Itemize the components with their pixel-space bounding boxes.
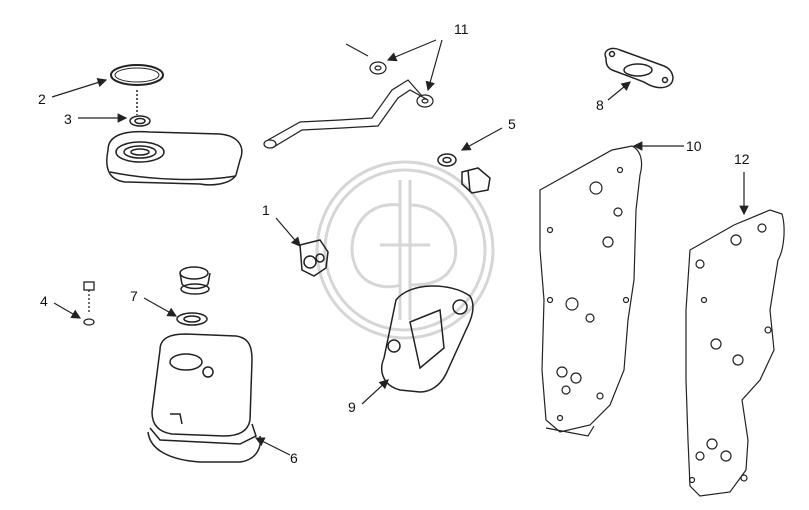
callout-7: 7 (130, 288, 138, 304)
part-5-plug (437, 153, 491, 194)
part-4-bolt (83, 281, 95, 326)
leader-11-tail (345, 43, 369, 57)
leader-5 (460, 127, 503, 151)
leader-arrows (51, 39, 749, 456)
part-12-gasket (685, 209, 785, 497)
callout-5: 5 (508, 116, 516, 132)
leader-11b (425, 39, 443, 92)
leader-1 (275, 217, 301, 247)
callout-4: 4 (40, 293, 48, 309)
leader-11a (386, 39, 437, 62)
part-breather-cover (106, 130, 243, 186)
leader-6 (254, 437, 291, 456)
part-8-gasket (604, 47, 674, 89)
part-3-seal (129, 90, 151, 127)
callout-6: 6 (290, 450, 298, 466)
callout-3: 3 (64, 111, 72, 127)
leader-2 (51, 77, 108, 98)
leader-4 (53, 302, 82, 319)
callout-10: 10 (686, 138, 702, 154)
part-7-filler-cap (176, 266, 211, 326)
part-6-cover (147, 333, 262, 463)
leader-8 (607, 81, 631, 101)
part-10-gasket (539, 145, 643, 437)
callout-8: 8 (596, 97, 604, 113)
part-2-o-ring (110, 64, 164, 86)
leader-7 (143, 297, 178, 317)
part-11-tube (263, 61, 434, 149)
leader-9 (361, 379, 389, 405)
callout-12: 12 (734, 151, 750, 167)
callout-11: 11 (454, 21, 469, 37)
callout-9: 9 (348, 399, 356, 415)
callout-1: 1 (262, 202, 270, 218)
callout-2: 2 (38, 91, 46, 107)
part-1-bracket (299, 239, 329, 277)
